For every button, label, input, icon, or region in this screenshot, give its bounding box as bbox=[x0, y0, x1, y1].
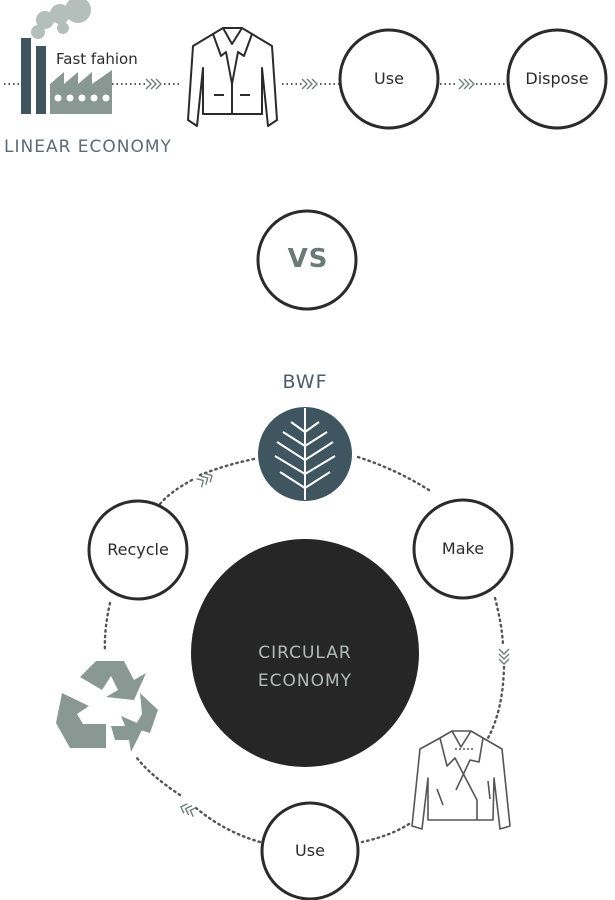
recycle-icon bbox=[56, 661, 158, 752]
dispose-label: Dispose bbox=[525, 69, 589, 88]
factory-label: Fast fahion bbox=[56, 50, 138, 68]
vs-node bbox=[256, 209, 358, 311]
biker-jacket-icon bbox=[411, 730, 511, 830]
make-label: Make bbox=[441, 539, 485, 558]
leaf-icon bbox=[258, 407, 352, 501]
circular-economy-label: CIRCULAR ECONOMY bbox=[191, 639, 419, 695]
recycle-node bbox=[87, 499, 189, 601]
factory-icon bbox=[21, 0, 112, 114]
circular-flow-line bbox=[103, 455, 506, 844]
chevron-arrow-icon bbox=[145, 78, 162, 90]
circular-economy-core bbox=[191, 539, 419, 767]
chevron-arrow-icon bbox=[301, 78, 318, 90]
chevron-arrow-icon bbox=[498, 648, 510, 665]
chevron-arrow-icon bbox=[458, 78, 475, 90]
chevron-arrow-icon bbox=[178, 801, 198, 818]
circular-economy-line1: CIRCULAR bbox=[258, 643, 352, 663]
vs-label: VS bbox=[287, 244, 329, 274]
circular-economy-line2: ECONOMY bbox=[257, 671, 353, 691]
bwf-label: BWF bbox=[282, 371, 328, 393]
jacket-icon bbox=[187, 27, 278, 127]
make-node bbox=[412, 498, 514, 600]
use-node-circular bbox=[260, 801, 360, 900]
linear-economy-caption: LINEAR ECONOMY bbox=[4, 137, 172, 157]
use-node-linear bbox=[338, 28, 440, 130]
use-label-circular: Use bbox=[295, 841, 325, 860]
dispose-node bbox=[506, 28, 608, 130]
chevron-arrow-icon bbox=[195, 470, 216, 489]
use-label-linear: Use bbox=[374, 69, 404, 88]
recycle-label: Recycle bbox=[107, 540, 169, 559]
